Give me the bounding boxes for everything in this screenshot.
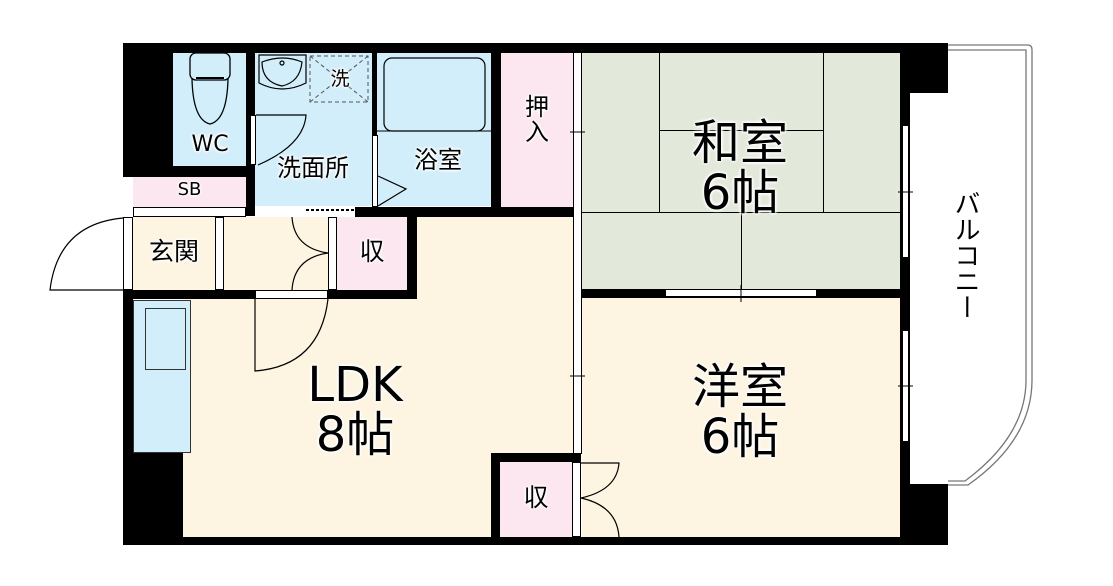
ldk-door-frame: [255, 290, 328, 299]
sliding-door-hall: [133, 207, 246, 217]
wall-wet-bottom: [355, 207, 575, 217]
tatami-line: [823, 52, 824, 212]
entrance-hall-floor: [132, 217, 342, 290]
balcony-label: バルコニー: [950, 190, 980, 320]
bath-label: 浴室: [414, 146, 462, 174]
tatami-line: [659, 52, 660, 212]
shoe-box-label: SB: [177, 179, 202, 200]
washroom-floor: [255, 53, 372, 206]
tatami-line: [659, 130, 824, 131]
storage-hall-floor: [337, 217, 407, 290]
western-room-label: 洋室 6帖: [691, 359, 788, 466]
washbasin-icon: [258, 54, 307, 90]
storage-hall-door-frame: [328, 217, 337, 290]
ldk-door-swing: [254, 298, 329, 372]
storage-western-label: 収: [523, 483, 549, 512]
wall-storage-hall: [407, 207, 417, 299]
entrance-door-swing: [49, 217, 124, 291]
wall-storage-western-top: [491, 453, 581, 462]
washroom-door-frame: [250, 115, 256, 165]
entrance-door-frame: [123, 217, 133, 290]
wall-storage-western-left: [491, 453, 500, 543]
outer-wall-left-pillar: [123, 453, 183, 545]
storage-western-door-frame: [572, 462, 581, 537]
washroom-door-swing: [256, 114, 307, 166]
washer-label: 洗: [330, 68, 350, 90]
wc-floor: [173, 53, 246, 166]
bath-door-swing: [377, 175, 408, 207]
washroom-label: 洗面所: [277, 154, 349, 182]
outer-wall-left: [123, 290, 133, 545]
bath-door-frame: [372, 135, 378, 207]
entrance-step: [215, 217, 224, 290]
storage-hall-label: 収: [359, 237, 385, 266]
entrance-label: 玄関: [148, 237, 199, 266]
bathtub-icon: [383, 57, 486, 132]
wall-sb-top: [123, 166, 255, 177]
tatami-line: [741, 212, 742, 290]
western-room-floor: [582, 297, 900, 537]
oshiire-floor: [501, 52, 573, 208]
bath-floor: [377, 53, 491, 206]
wall-washroom-bath: [372, 43, 377, 216]
washing-machine-icon: [309, 55, 369, 103]
storage-western-doors: [580, 462, 620, 538]
outer-wall-top: [123, 43, 948, 53]
ldk-label: LDK 8帖: [307, 357, 403, 464]
japanese-room-label: 和室 6帖: [691, 115, 788, 222]
outer-wall-left-upper: [123, 43, 173, 177]
wall-bath-oshiire: [491, 43, 501, 216]
hall-double-door: [291, 216, 329, 291]
balcony-railing: [948, 44, 1033, 486]
outer-wall-bottom: [123, 537, 948, 545]
wc-label: WC: [191, 132, 229, 157]
shoe-box-floor: [133, 177, 246, 207]
storage-western-floor: [500, 462, 572, 537]
kitchen-sink: [145, 308, 186, 370]
oshiire-label: 押 入: [525, 93, 549, 147]
toilet-icon: [189, 52, 231, 125]
sliding-door-ldk-japanese: [573, 52, 582, 454]
kitchen-counter: [133, 300, 191, 453]
